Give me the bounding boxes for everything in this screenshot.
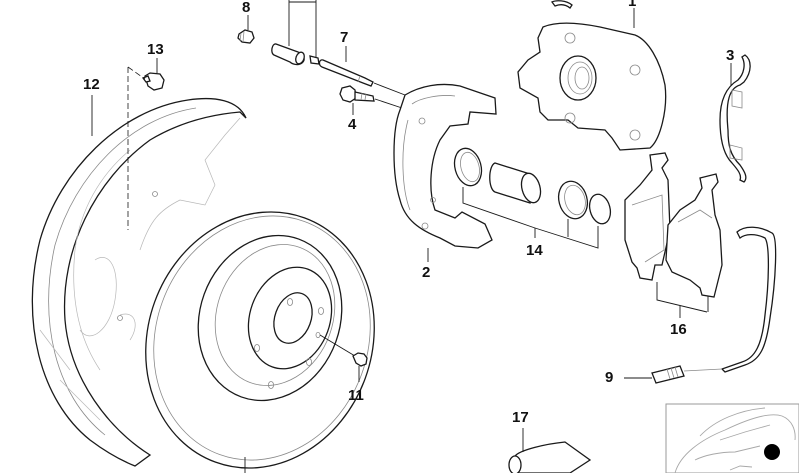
dust-shield-part-12[interactable] [31, 97, 247, 467]
paste-tube-part-17[interactable] [508, 428, 592, 473]
callout-3[interactable]: 3 [726, 47, 735, 64]
spring-clip-part-3[interactable] [719, 54, 751, 183]
callout-14[interactable]: 14 [526, 242, 543, 259]
bleeder-cap-part-8[interactable] [237, 15, 255, 44]
hub-screw-part-11[interactable] [319, 334, 368, 382]
callout-11[interactable]: 11 [348, 387, 364, 404]
callout-17[interactable]: 17 [512, 409, 529, 426]
callout-9[interactable]: 9 [605, 369, 614, 386]
repair-kit-part-14[interactable] [451, 145, 614, 249]
callout-13[interactable]: 13 [147, 41, 164, 58]
callout-7[interactable]: 7 [340, 29, 349, 46]
callout-2[interactable]: 2 [422, 264, 431, 281]
brake-pads-part-16[interactable] [624, 152, 723, 318]
callout-8[interactable]: 8 [242, 0, 251, 16]
guide-bolt-part-7[interactable] [318, 46, 406, 96]
caliper-housing-part-1[interactable] [517, 0, 667, 151]
callout-12[interactable]: 12 [83, 76, 100, 93]
wheel-location-marker [764, 444, 780, 460]
callout-4[interactable]: 4 [348, 116, 357, 133]
brake-disc[interactable] [110, 180, 409, 473]
vehicle-location-inset [665, 403, 799, 473]
flange-bolt-part-13[interactable] [141, 58, 165, 91]
guide-sleeve-parts[interactable] [271, 0, 320, 66]
caliper-bracket-part-2[interactable] [393, 83, 497, 262]
callout-1[interactable]: 1 [628, 0, 637, 10]
hex-bolt-part-4[interactable] [339, 85, 406, 115]
callout-16[interactable]: 16 [670, 321, 687, 338]
wear-sensor-part-9[interactable] [624, 226, 777, 384]
